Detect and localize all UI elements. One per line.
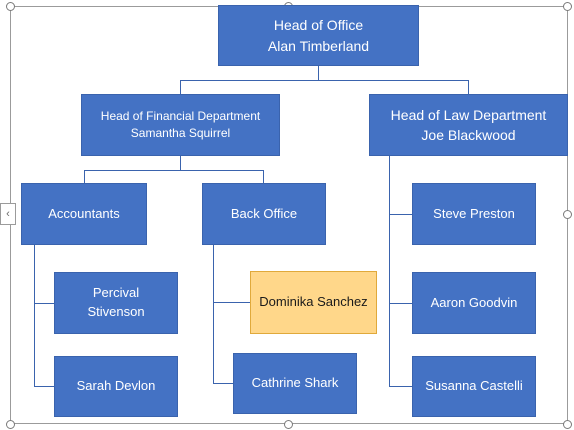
node-label: Dominika Sanchez [259,294,368,310]
node-label: Sarah Devlon [76,378,156,394]
node-title: Head of Financial Department [100,108,261,123]
node-accountants[interactable]: Accountants [21,183,147,245]
resize-handle-top-left[interactable] [6,2,15,11]
node-label: Cathrine Shark [251,375,339,391]
resize-handle-bottom-center[interactable] [284,420,293,429]
node-label-line2: Stivenson [87,304,145,319]
node-back-office[interactable]: Back Office [202,183,326,245]
node-dominika-sanchez[interactable]: Dominika Sanchez [250,271,377,334]
node-title: Head of Law Department [390,106,547,123]
node-label: Steve Preston [433,205,515,221]
node-sarah-devlon[interactable]: Sarah Devlon [54,356,178,417]
node-name: Alan Timberland [267,37,370,54]
node-susanna-castelli[interactable]: Susanna Castelli [412,356,536,417]
node-law-department[interactable]: Head of Law Department Joe Blackwood [369,94,568,156]
node-title: Head of Office [273,17,364,34]
resize-handle-bottom-right[interactable] [563,420,572,429]
node-cathrine-shark[interactable]: Cathrine Shark [233,353,357,414]
resize-handle-middle-right[interactable] [563,210,572,219]
resize-handle-bottom-left[interactable] [6,420,15,429]
node-financial-department[interactable]: Head of Financial Department Samantha Sq… [81,94,280,156]
node-aaron-goodvin[interactable]: Aaron Goodvin [412,272,536,334]
node-label: Aaron Goodvin [430,294,518,310]
node-percival-stivenson[interactable]: Percival Stivenson [54,272,178,334]
node-name: Joe Blackwood [421,127,516,143]
node-label: Back Office [230,205,298,221]
chevron-left-icon: ‹ [6,208,10,220]
node-head-of-office[interactable]: Head of Office Alan Timberland [218,5,419,66]
node-label-line1: Percival [92,285,140,301]
node-name: Samantha Squirrel [130,126,231,140]
resize-handle-top-right[interactable] [563,2,572,11]
node-steve-preston[interactable]: Steve Preston [412,183,536,245]
node-label: Accountants [48,205,120,221]
node-label: Susanna Castelli [425,378,523,394]
text-pane-toggle[interactable]: ‹ [0,203,16,225]
